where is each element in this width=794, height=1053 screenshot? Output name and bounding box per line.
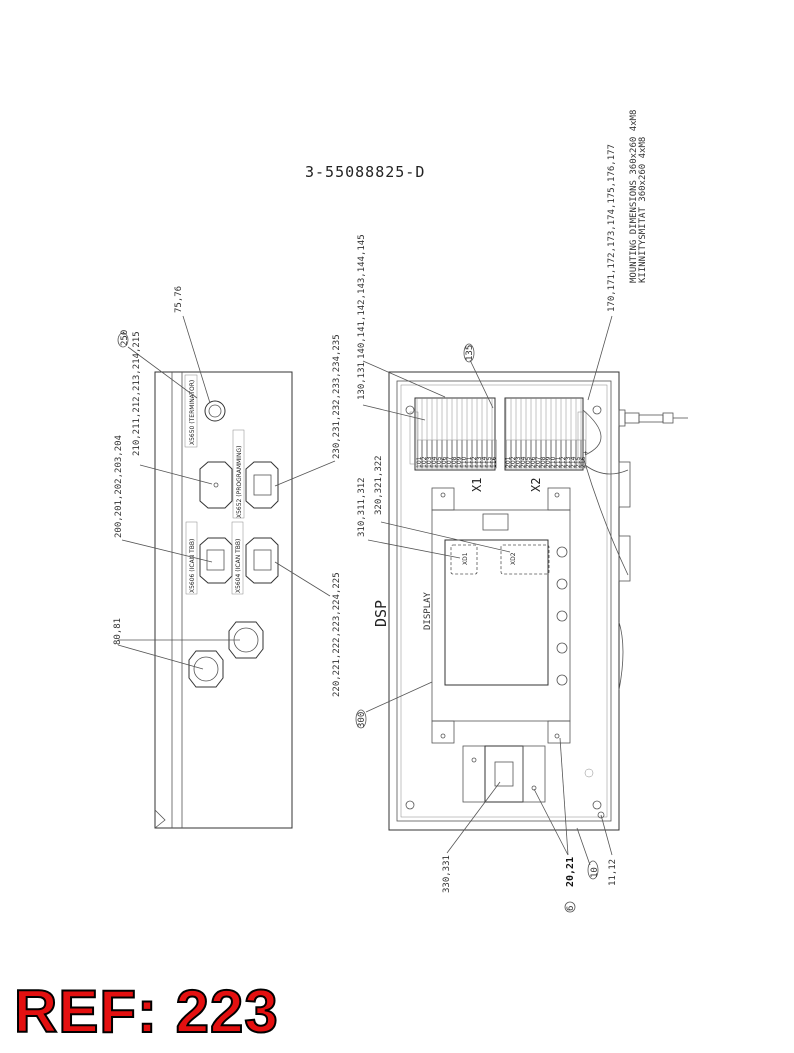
button-icon	[556, 610, 568, 622]
svg-text:+: +	[583, 450, 588, 457]
terminal-number: 204	[520, 456, 527, 468]
label-ican-tbb-1: X5606 (ICAN TBB)	[189, 539, 196, 593]
display-label: DISPLAY	[423, 591, 433, 630]
terminal-number: 210	[550, 456, 557, 468]
label-programming: X5652 (PROGRAMMING)	[236, 446, 243, 518]
terminal-number: 114	[481, 456, 488, 468]
terminal-number: 209	[545, 456, 552, 468]
terminal-number: 103	[426, 456, 433, 468]
terminal-number: 116	[491, 456, 498, 468]
terminal-number: 207	[535, 456, 542, 468]
display-screen	[444, 539, 549, 686]
terminal-number: 208	[540, 456, 547, 468]
callout-230: 230,231,232,233,234,235	[332, 334, 342, 459]
callout-10: 10	[590, 867, 600, 878]
cable-gland-icon	[228, 621, 264, 659]
terminal-number: 214	[570, 456, 577, 468]
terminal-label-x1: X1	[470, 478, 484, 492]
connector-x5604-icon	[245, 537, 279, 584]
mounting-hole-icon	[592, 800, 602, 810]
label-terminator: X5650 (TERMINATOR)	[189, 380, 196, 445]
front-view-title: DSP	[372, 600, 390, 627]
terminal-number: 102	[421, 456, 428, 468]
callout-20-21: 20,21	[565, 857, 576, 887]
callout-200: 200,201,202,203,204	[114, 435, 124, 538]
connector-xd2	[500, 544, 550, 575]
callout-250: 250	[120, 330, 130, 346]
reference-stamp: REF: 223	[13, 978, 279, 1045]
terminal-block-x1	[414, 397, 496, 471]
terminal-number: 110	[461, 456, 468, 468]
terminal-number: 112	[471, 456, 478, 468]
terminal-number: 107	[446, 456, 453, 468]
terminal-block-x2	[504, 397, 584, 471]
callout-135: 135	[465, 345, 475, 361]
callout-circle-icon	[355, 709, 367, 729]
button-icon	[556, 674, 568, 686]
mounting-note-fi: KIINNITYSMITAT 360x260 4xM8	[638, 137, 648, 283]
terminal-number: 205	[525, 456, 532, 468]
terminal-number: 213	[565, 456, 572, 468]
drawing-number: 3-55088825-D	[305, 163, 425, 181]
callout-6: 6	[566, 906, 576, 911]
front-view: 1011021031041051061071081091101111121131…	[372, 371, 688, 831]
callout-circle-icon	[564, 901, 576, 913]
connector-x5652-icon	[245, 461, 279, 509]
button-icon	[556, 546, 568, 558]
terminal-number: 206	[530, 456, 537, 468]
terminal-number: 113	[476, 456, 483, 468]
callout-11-12: 11,12	[608, 859, 618, 886]
side-view: X5650 (TERMINATOR) X5652 (PROGRAMMING) X…	[154, 371, 293, 829]
callout-circle-icon	[587, 860, 599, 880]
button-icon	[556, 578, 568, 590]
terminator-knob-icon	[204, 400, 226, 422]
callout-130-131: 130,131	[357, 362, 367, 400]
mounting-hole-icon	[592, 405, 602, 415]
mounting-note-en: MOUNTING DIMENSIONS 360x260 4xM8	[629, 110, 639, 283]
callout-170: 170,171,172,173,174,175,176,177	[607, 144, 617, 312]
terminal-number: 104	[431, 456, 438, 468]
terminal-number: 202	[510, 456, 517, 468]
callout-circle-icon	[117, 332, 129, 348]
callout-circle-icon	[463, 343, 475, 363]
terminal-number: 108	[451, 456, 458, 468]
terminal-number: 211	[555, 456, 562, 468]
callout-220: 220,221,222,223,224,225	[332, 572, 342, 697]
callout-75-76: 75,76	[174, 286, 184, 313]
terminal-number: 101	[416, 456, 423, 468]
callout-210: 210,211,212,213,214,215	[132, 331, 142, 456]
cable-icon	[638, 414, 664, 423]
terminal-number: 216	[580, 456, 587, 468]
button-icon	[556, 642, 568, 654]
terminal-number: 212	[560, 456, 567, 468]
connector-xd1	[450, 544, 478, 575]
mounting-hole-icon	[405, 800, 415, 810]
terminal-number: 115	[486, 456, 493, 468]
callout-80-81: 80,81	[113, 618, 123, 645]
terminal-number: 111	[466, 456, 473, 468]
callout-320: 320,321,322	[374, 455, 384, 515]
callout-330-331: 330,331	[442, 855, 452, 893]
label-xd2: XD2	[510, 552, 517, 565]
terminal-number: 203	[515, 456, 522, 468]
terminal-label-x2: X2	[529, 478, 543, 492]
callout-300: 300	[357, 712, 367, 728]
label-ican-tbb-2: X5604 (ICAN TBB)	[235, 539, 242, 593]
terminal-number: 215	[575, 456, 582, 468]
terminal-number: 109	[456, 456, 463, 468]
terminal-number: 106	[441, 456, 448, 468]
terminal-number: 105	[436, 456, 443, 468]
cable-gland-icon	[188, 650, 224, 688]
callout-140: 140,141,142,143,144,145	[357, 234, 367, 359]
terminal-number: 201	[505, 456, 512, 468]
connector-210-icon	[199, 461, 233, 509]
callout-310: 310,311,312	[357, 477, 367, 537]
label-xd1: XD1	[462, 552, 469, 565]
